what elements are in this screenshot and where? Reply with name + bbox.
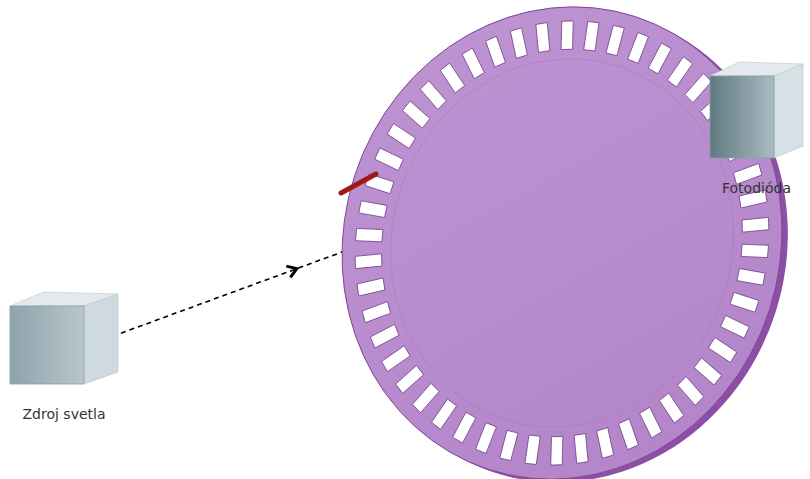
slot — [741, 244, 768, 257]
cube-side — [774, 64, 803, 158]
slot — [721, 315, 750, 338]
slot — [742, 217, 769, 232]
slot — [510, 28, 527, 59]
slot — [678, 377, 704, 406]
slot — [708, 337, 736, 362]
slot — [420, 81, 446, 110]
beam-chevron — [286, 263, 299, 277]
slot — [619, 419, 639, 450]
ring-edge — [343, 14, 781, 472]
slot — [667, 57, 692, 87]
slot — [402, 101, 429, 128]
slot — [462, 48, 484, 79]
slot — [737, 268, 765, 285]
slot — [396, 365, 424, 393]
slot — [525, 435, 540, 464]
slot — [357, 278, 385, 296]
node-label: Fotodióda — [708, 180, 805, 196]
slot — [355, 254, 382, 269]
slot — [382, 346, 411, 372]
cube-side — [84, 294, 118, 384]
disc-face — [281, 0, 810, 479]
slot — [375, 148, 404, 171]
slot — [597, 428, 614, 459]
cube-icon — [708, 60, 805, 160]
slot — [356, 228, 383, 241]
cube-icon — [8, 290, 120, 386]
slot — [476, 423, 497, 454]
slot — [659, 393, 683, 423]
slot — [584, 22, 599, 51]
slot — [685, 73, 712, 102]
slot — [694, 358, 721, 385]
slot — [551, 436, 563, 465]
index-marker — [341, 174, 376, 193]
slot — [606, 25, 624, 55]
slot — [359, 201, 387, 218]
slot — [640, 407, 662, 438]
slot — [561, 21, 573, 50]
slot — [453, 412, 476, 443]
slot — [362, 302, 391, 323]
slot — [412, 383, 439, 412]
slot — [440, 63, 464, 93]
slot — [431, 399, 456, 429]
node-label: Zdroj svetla — [8, 406, 120, 422]
cube-front — [10, 306, 84, 384]
photodiode: Fotodióda — [708, 60, 805, 196]
slot — [574, 434, 588, 464]
light-source: Zdroj svetla — [8, 290, 120, 422]
slot — [370, 324, 399, 348]
slot — [500, 430, 518, 460]
slot — [486, 36, 506, 67]
slot-ring — [298, 0, 810, 479]
slot — [536, 23, 550, 53]
slot — [387, 123, 415, 148]
cube-front — [710, 76, 774, 158]
slot — [648, 43, 671, 74]
slot — [628, 33, 649, 64]
slot — [730, 292, 759, 312]
